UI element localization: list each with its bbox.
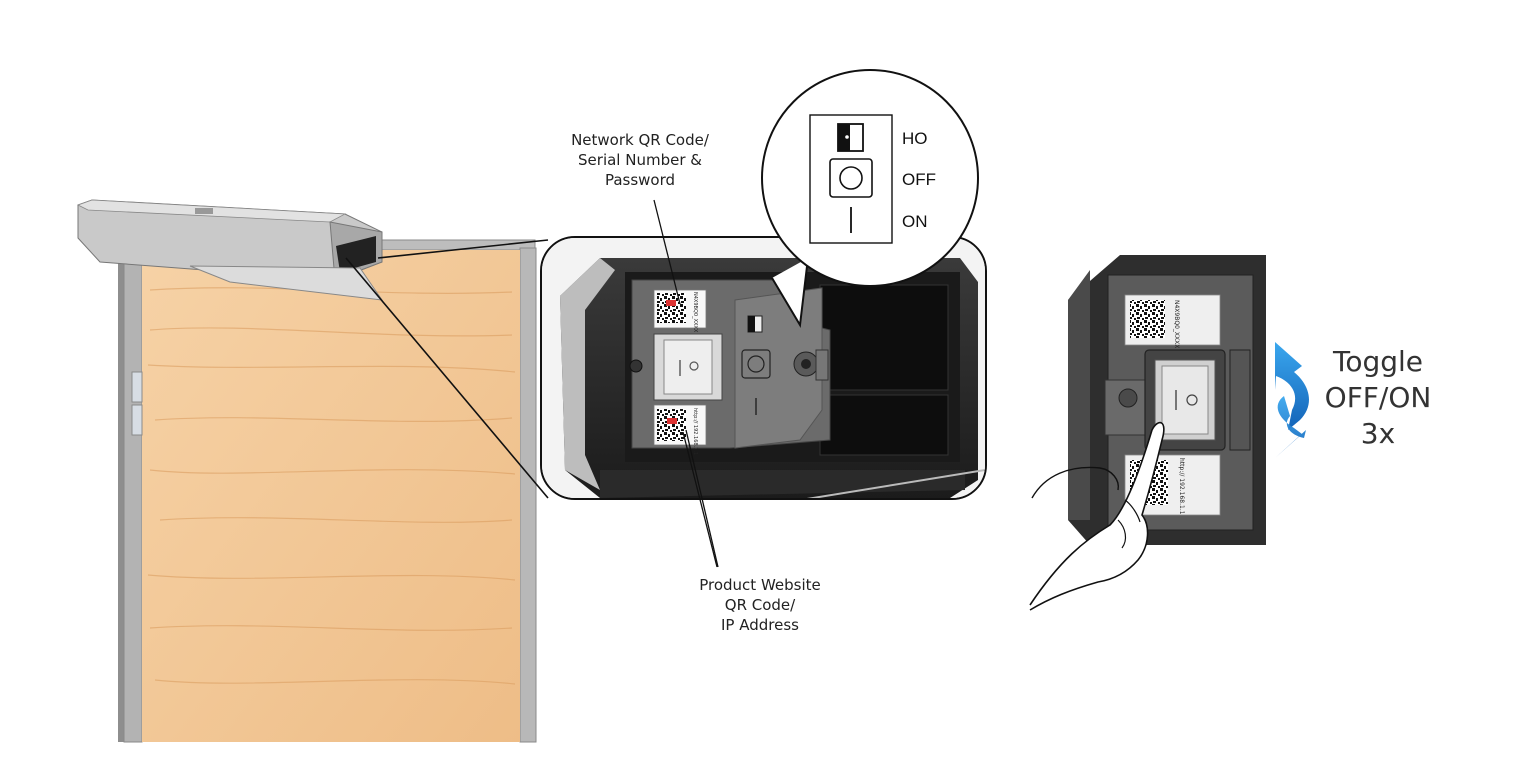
toggle-arrow-icon [1275, 342, 1309, 458]
network-qr-callout: Network QR Code/ Serial Number & Passwor… [540, 130, 740, 190]
serial-text-zoom: N4X9BQ0_XXXX XXXXXXXX [1173, 300, 1180, 383]
ip-text: http:// 192.168.1.1 [692, 408, 698, 455]
toggle-line1: Toggle [1332, 345, 1424, 378]
toggle-line2: OFF/ON [1324, 381, 1432, 414]
zoom-lines [345, 239, 549, 499]
door-panel [142, 250, 520, 742]
door-operator-unit [76, 199, 384, 301]
door-hinges [131, 371, 143, 436]
ip-text-zoom: http:// 192.168.1.1 [1178, 458, 1185, 515]
off-circle-icon [829, 158, 873, 198]
callout-network-line1: Network QR Code/ [571, 131, 709, 149]
callout-product-line2: QR Code/ [724, 596, 796, 614]
legend-label-ho: HO [902, 129, 928, 148]
callout-network-line3: Password [604, 171, 676, 189]
legend-label-off: OFF [902, 170, 936, 189]
hand-icon [1029, 421, 1165, 611]
callout-product-line1: Product Website [699, 576, 821, 594]
legend-label-on: ON [902, 212, 928, 231]
callout-network-line2: Serial Number & [578, 151, 702, 169]
toggle-instruction: Toggle OFF/ON 3x [1318, 344, 1438, 452]
switch-legend-inset: HO OFF ON [761, 69, 979, 329]
hold-open-icon [837, 123, 864, 152]
callout-leaders [653, 199, 719, 568]
toggle-illustration: N4X9BQ0_XXXX XXXXXXXX http:// 192.168.1.… [1029, 255, 1266, 611]
product-website-callout: Product Website QR Code/ IP Address [660, 575, 860, 635]
serial-text: N4X9BQ0_XXXX XXXXXXXX [692, 292, 698, 362]
toggle-line3: 3x [1360, 417, 1396, 450]
zoom-panel: N4X9BQ0_XXXX XXXXXXXX http:// 192.168.1.… [540, 236, 987, 500]
callout-product-line3: IP Address [721, 616, 799, 634]
